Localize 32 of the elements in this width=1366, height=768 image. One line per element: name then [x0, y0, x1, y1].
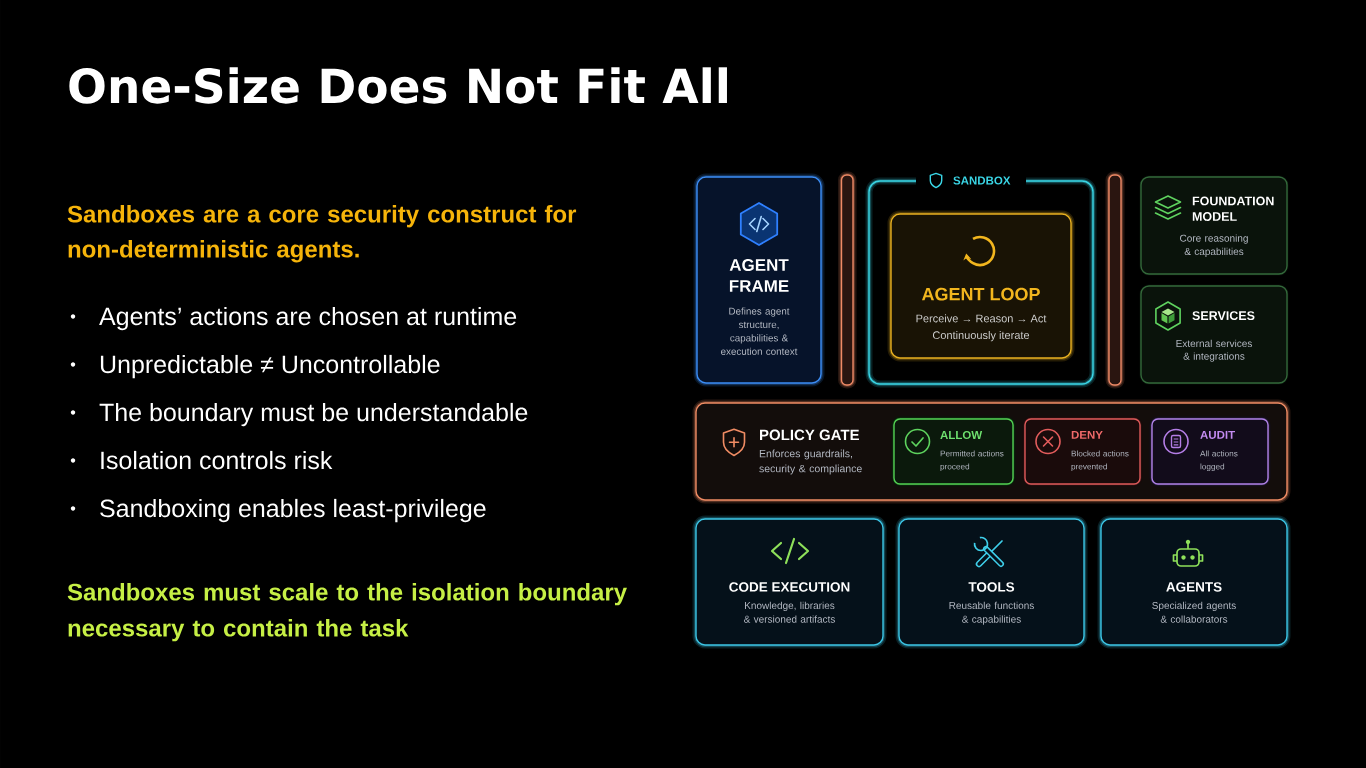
lead-text: Sandboxes are a core security construct for non-deterministic agents. [67, 205, 577, 263]
card-description: Perceive → Reason → Act [916, 314, 1047, 323]
card-description: Specialized agents & collaborators [1152, 601, 1236, 623]
card-description: Reusable functions & capabilities [949, 601, 1034, 625]
card-description: Knowledge, libraries & versioned artifacts [744, 601, 835, 623]
card-description: Blocked actions prevented [1071, 450, 1129, 472]
card-description: Core reasoning & capabilities [1180, 234, 1248, 257]
card-description: Enforces guardrails, security & compliance [759, 449, 862, 475]
card-title: AGENT LOOP [921, 287, 1040, 301]
card-description: Defines agent structure, capabilities & execution context [721, 307, 798, 355]
closing-text: Sandboxes must scale to the isolation boundary necessary to contain the task [67, 583, 627, 642]
bullet-text: The boundary must be understandable [99, 402, 528, 427]
bullet-text: Isolation controls risk [101, 450, 333, 470]
card-description: Continuously iterate [932, 331, 1030, 342]
card-title: TOOLS [968, 582, 1015, 592]
card-title: POLICY GATE [760, 429, 859, 441]
bullet-text: Sandboxing enables least-privilege [100, 498, 486, 523]
card-description: External services & integrations [1176, 339, 1252, 362]
bullet-text: Unpredictable ≠ Uncontrollable [100, 354, 440, 379]
card-description: Permitted actions proceed [940, 450, 1004, 472]
bullet-text: Agents’ actions are chosen at runtime [99, 306, 517, 331]
card-title: FOUNDATION MODEL [1192, 196, 1274, 221]
card-title: AGENT FRAME [729, 259, 789, 292]
card-description: All actions logged [1200, 450, 1238, 472]
card-title: SERVICES [1192, 311, 1255, 321]
card-title: DENY [1071, 430, 1103, 439]
slide-title: One-Size Does Not Fit All [69, 67, 727, 104]
card-title: AGENTS [1166, 582, 1222, 592]
card-title: ALLOW [940, 430, 983, 440]
frame-label: SANDBOX [953, 176, 1011, 185]
card-title: AUDIT [1200, 430, 1235, 439]
card-title: CODE EXECUTION [729, 582, 850, 592]
